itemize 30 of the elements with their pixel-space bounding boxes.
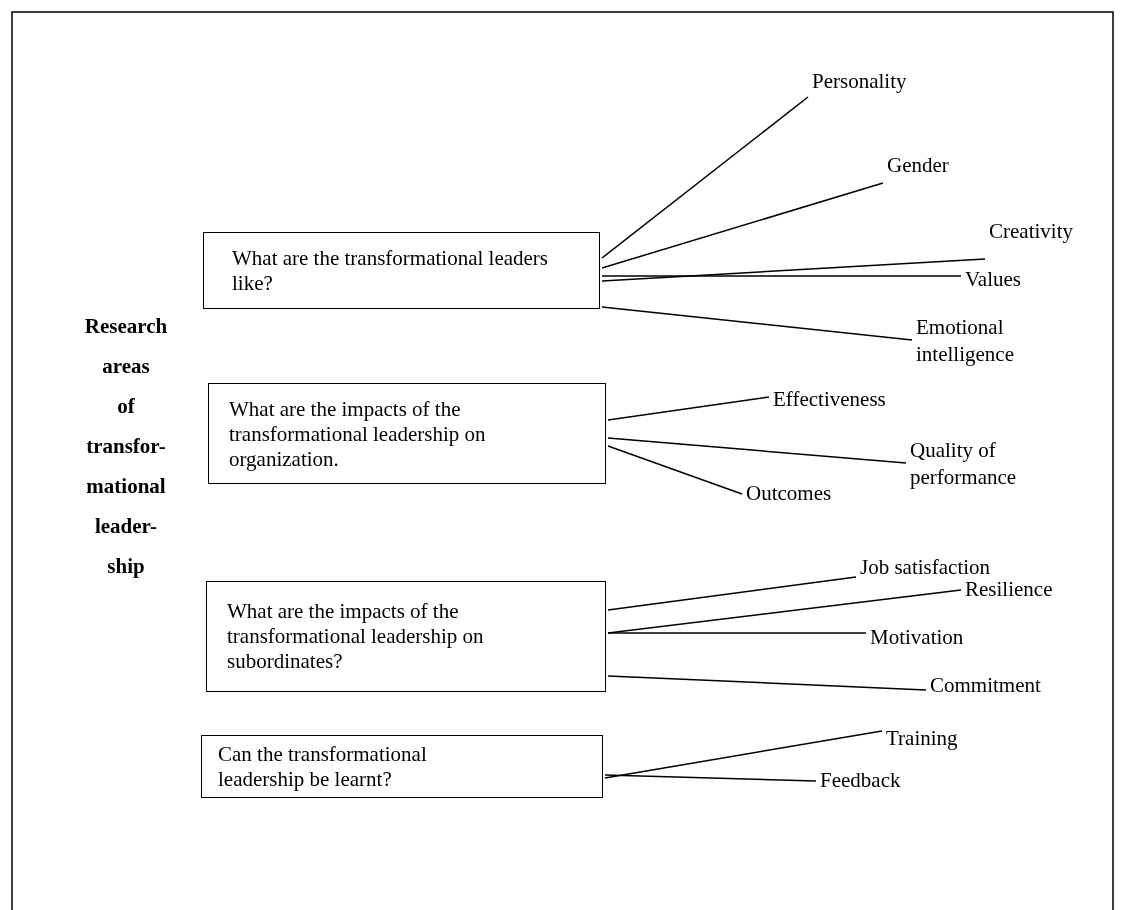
connector-line bbox=[601, 275, 962, 277]
connector-line bbox=[607, 632, 867, 634]
topic-text: Values bbox=[965, 266, 1055, 293]
topic-text: Motivation bbox=[870, 624, 990, 651]
connector-line bbox=[601, 96, 809, 259]
topic-text: Emotional intelligence bbox=[916, 314, 1026, 368]
question-box: What are the impacts of the transformational leadership on subordinates? bbox=[206, 581, 606, 692]
question-box: What are the impacts of the transformational leadership on organization. bbox=[208, 383, 606, 484]
question-box: What are the transformational leaders like? bbox=[203, 232, 600, 309]
topic-text: Feedback bbox=[820, 767, 920, 794]
topic-text: Quality of performance bbox=[910, 437, 1040, 491]
connector-line bbox=[601, 182, 884, 269]
connector-line bbox=[604, 774, 817, 782]
side-heading: Research areas of transfor-mational leader-ship bbox=[84, 313, 168, 580]
connector-line bbox=[607, 445, 743, 495]
connector-line bbox=[607, 396, 770, 421]
connector-line bbox=[604, 730, 883, 779]
topic-text: Gender bbox=[887, 152, 987, 179]
topic-text: Outcomes bbox=[746, 480, 856, 507]
topic-text: Creativity bbox=[989, 218, 1109, 245]
topic-text: Training bbox=[886, 725, 976, 752]
connector-line bbox=[607, 576, 857, 611]
connector-line bbox=[607, 675, 927, 691]
topic-text: Commitment bbox=[930, 672, 1060, 699]
connector-line bbox=[607, 437, 907, 464]
connector-line bbox=[601, 258, 986, 282]
topic-text: Effectiveness bbox=[773, 386, 913, 413]
connector-line bbox=[601, 306, 913, 341]
question-box: Can the transformational leadership be learnt? bbox=[201, 735, 603, 798]
topic-text: Personality bbox=[812, 68, 972, 95]
